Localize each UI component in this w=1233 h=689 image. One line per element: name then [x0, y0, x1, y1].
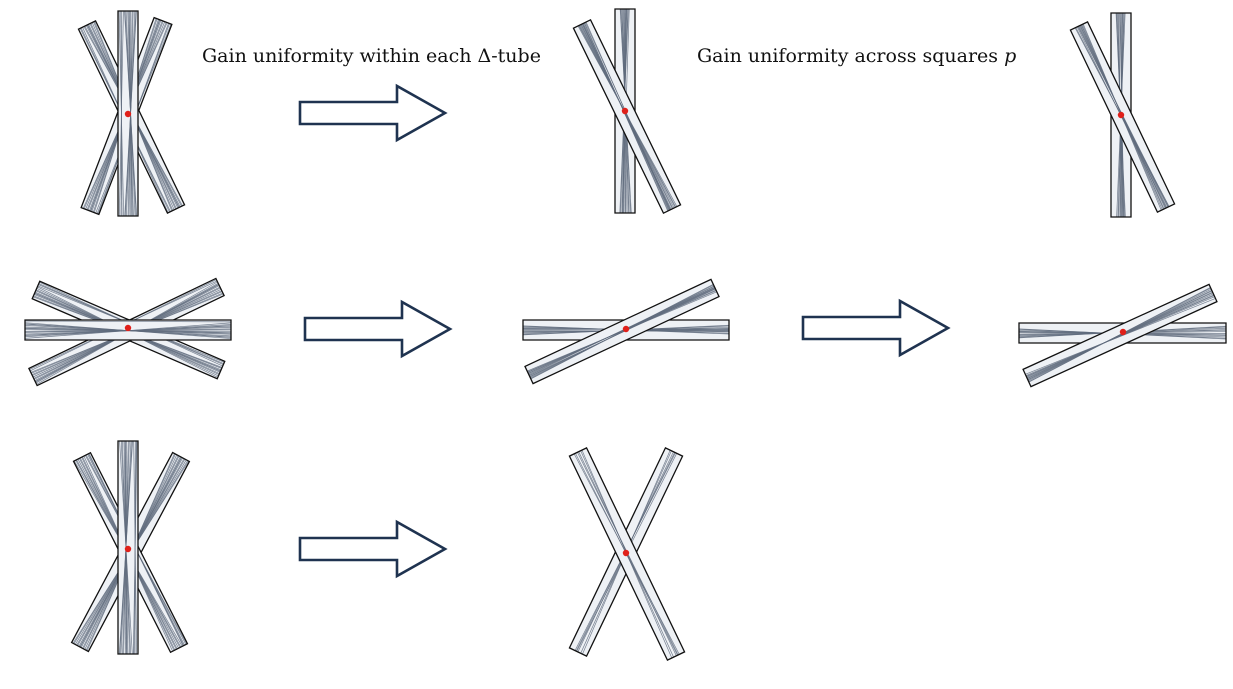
row2-group2-tube-horizontal-outline [522, 319, 730, 341]
row1-group1-tube-vertical-line [120, 10, 123, 217]
row1-group1-tube-left-outline [80, 16, 173, 216]
row2-group2-tube-diagonal-line [528, 285, 715, 376]
row2-arrow-2 [801, 298, 951, 358]
row1-group2-tube-vertical-outline [614, 8, 636, 214]
row2-group2-center-dot [622, 325, 630, 333]
row1-group2-tube-diagonal [572, 18, 682, 215]
row1-group2-center-dot [621, 107, 629, 115]
row1-group3-center-dot [1117, 111, 1125, 119]
row1-group1-center-dot [124, 110, 132, 118]
row3-group2-center-dot [622, 549, 630, 557]
row2-group3-tube-diagonal-line [1028, 287, 1211, 382]
row2-group2-tube-diagonal-line [530, 284, 714, 379]
row2-group3-tube-diagonal-line [1026, 295, 1215, 377]
row3-group1-tube-left-outline [70, 451, 191, 653]
row2-group1-tube-down-outline [31, 280, 226, 380]
row2-group2-tube-diagonal-outline [524, 278, 720, 385]
row1-group2-tube-diagonal-outline [572, 18, 682, 215]
row3-group1-tube-vertical-line [133, 440, 137, 655]
row2-group3-center-dot [1119, 328, 1127, 336]
caption-within-tube: Gain uniformity within each Δ-tube [202, 45, 541, 67]
row2-group2-tube-diagonal-line [527, 290, 717, 373]
row1-group2-tube-diagonal-line [584, 22, 669, 212]
row1-group3-tube-vertical-outline [1110, 12, 1132, 218]
row2-arrow-1 [303, 299, 453, 359]
row3-group1-center-dot [124, 545, 132, 553]
row1-group1-tube-vertical-outline [117, 10, 139, 217]
row2-group2-tube-diagonal [524, 278, 720, 385]
caption-math-p: p [1004, 45, 1016, 67]
row2-group3-tube-diagonal-line [1027, 292, 1214, 379]
row3-arrow-1 [298, 519, 448, 579]
row1-group2-tube-diagonal-line [582, 23, 671, 210]
row3-group2-tube-left-outline [568, 447, 684, 657]
row2-group1-tube-horizontal-outline [24, 319, 232, 341]
row2-group1-center-dot [124, 324, 132, 332]
caption-across-squares: Gain uniformity across squares p [697, 45, 1016, 67]
row2-group3-tube-diagonal [1022, 283, 1218, 388]
row3-group1-tube-vertical-outline [117, 440, 139, 655]
row2-group3-tube-diagonal-line [1025, 298, 1216, 375]
row1-group3-tube-diagonal-outline [1069, 21, 1176, 213]
row2-group3-tube-horizontal-outline [1018, 322, 1227, 344]
row1-group2-tube-diagonal-line [578, 25, 676, 208]
row3-group2-tube-right-outline [568, 447, 686, 661]
row1-arrow-1 [298, 83, 448, 143]
row2-group2-tube-diagonal-line [529, 287, 716, 377]
row2-group1-tube-horizontal-line [24, 320, 232, 323]
row2-group3-tube-diagonal-outline [1022, 283, 1218, 388]
